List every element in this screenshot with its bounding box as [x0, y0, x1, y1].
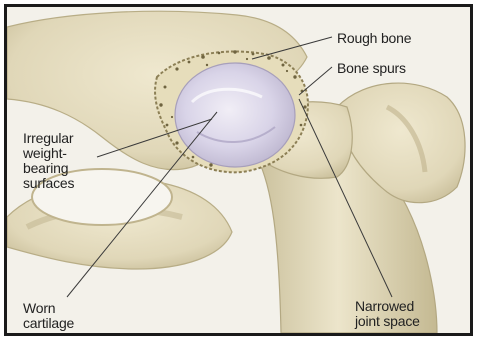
- diagram-frame: Rough bone Bone spurs Irregular weight- …: [4, 4, 473, 336]
- label-worn-cartilage: Worn cartilage: [23, 301, 74, 331]
- hip-joint-illustration: [7, 7, 470, 333]
- label-bone-spurs: Bone spurs: [337, 61, 406, 76]
- label-irregular-surfaces: Irregular weight- bearing surfaces: [23, 131, 74, 191]
- label-rough-bone: Rough bone: [337, 31, 411, 46]
- label-narrowed-joint-space: Narrowed joint space: [355, 299, 420, 329]
- femoral-head: [175, 63, 295, 167]
